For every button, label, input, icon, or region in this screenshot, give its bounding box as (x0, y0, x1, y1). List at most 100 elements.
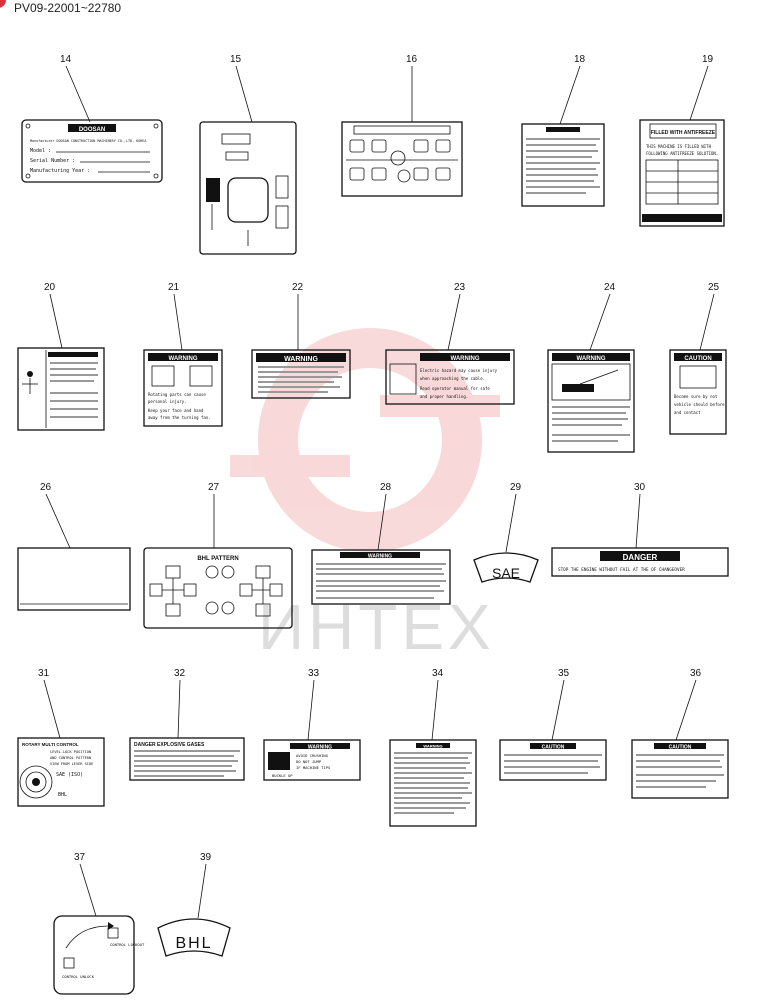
l21-line2: personal injury. (148, 399, 187, 404)
part-30-label: 30 DANGER STOP THE ENGINE WITHOUT FAIL A… (551, 482, 729, 577)
part-16-label: 16 (341, 54, 463, 197)
l22-head: WARNING (284, 356, 318, 363)
part-21-label: 21 WARNING Rotating parts can cause pers… (143, 282, 223, 427)
l19-title: FILLED WITH ANTIFREEZE (651, 130, 716, 136)
l30-line1: STOP THE ENGINE WITHOUT FAIL AT THE OF C… (558, 567, 685, 573)
part-27-label: 27 BHL PATTERN (143, 482, 293, 629)
header: PV09-22001~22780 (0, 0, 300, 20)
l31-title: ROTARY MULTI CONTROL (22, 742, 79, 747)
l19-line1: THIS MACHINE IS FILLED WITH (646, 144, 712, 149)
callout-16: 16 (406, 54, 418, 65)
plate-maker: Manufacturer DOOSAN CONSTRUCTION MACHINE… (30, 139, 146, 143)
l27-title: BHL PATTERN (197, 556, 238, 562)
l25-line3: and contact (674, 410, 701, 415)
part-36-label: 36 CAUTION (631, 668, 729, 799)
callout-35: 35 (558, 668, 570, 679)
part-35-label: 35 CAUTION (499, 668, 607, 781)
l33-head: WARNING (308, 745, 332, 751)
callout-39: 39 (200, 852, 212, 863)
l23-line2: when approaching the cable. (420, 376, 485, 381)
callout-29: 29 (510, 482, 522, 493)
callout-22: 22 (292, 282, 304, 293)
l21-line3: Keep your face and hand (148, 408, 204, 413)
l29-text: SAE (492, 565, 520, 581)
l25-head: CAUTION (684, 356, 711, 362)
part-23-label: 23 WARNING Electric hazard may cause inj… (385, 282, 515, 405)
callout-19: 19 (702, 54, 714, 65)
l36-head: CAUTION (669, 745, 692, 751)
part-33-label: 33 WARNING AVOID CRUSHING DO NOT JUMP IF… (263, 668, 361, 781)
part-32-label: 32 DANGER EXPLOSIVE GASES (129, 668, 245, 781)
part-28-label: 28 WARNING (311, 482, 451, 605)
part-34-label: 34 WARNING (389, 668, 477, 827)
l19-line2: FOLLOWING ANTIFREEZE SOLUTION. (646, 151, 718, 156)
callout-18: 18 (574, 54, 586, 65)
l39-text: BHL (175, 935, 212, 952)
l23-line1: Electric hazard may cause injury (420, 368, 498, 373)
l31-sae: SAE (ISO) (56, 772, 83, 778)
l37-lock: CONTROL LOCKOUT (110, 942, 145, 947)
l23-line4: and proper handling. (420, 394, 468, 399)
l31-bhl: BHL (58, 792, 67, 798)
part-39-badge: 39 BHL (157, 852, 231, 957)
badge-icon (0, 0, 6, 8)
part-26-plate: 26 (17, 482, 131, 611)
part-20-label: 20 (17, 282, 105, 431)
l24-head: WARNING (577, 356, 606, 362)
watermark-logo (230, 328, 500, 552)
plate-serial: Serial Number : (30, 158, 75, 164)
callout-14: 14 (60, 54, 72, 65)
l33-line3: IF MACHINE TIPS (296, 765, 331, 770)
part-37-label: 37 CONTROL LOCKOUT CONTROL UNLOCK (53, 852, 145, 995)
plate-year: Manufacturing Year : (30, 168, 90, 174)
part-22-label: 22 WARNING (251, 282, 351, 399)
callout-25: 25 (708, 282, 720, 293)
part-19-label: 19 FILLED WITH ANTIFREEZE THIS MACHINE I… (639, 54, 725, 227)
part-14-plate: 14 DOOSAN Manufacturer DOOSAN CONSTRUCTI… (21, 54, 163, 183)
l23-line3: Read operator manual for safe (420, 386, 490, 391)
l21-line1: Rotating parts can cause (148, 392, 206, 397)
part-18-label: 18 (521, 54, 605, 207)
l23-head: WARNING (451, 356, 480, 362)
callout-32: 32 (174, 668, 186, 679)
l32-head: DANGER EXPLOSIVE GASES (134, 742, 205, 748)
l31-line2: AND CONTROL PATTERN (50, 756, 91, 760)
callout-33: 33 (308, 668, 320, 679)
l33-line1: AVOID CRUSHING (296, 753, 329, 758)
l35-head: CAUTION (542, 745, 565, 751)
part-24-label: 24 WARNING (547, 282, 635, 453)
callout-34: 34 (432, 668, 444, 679)
l33-line2: DO NOT JUMP (296, 759, 322, 764)
callout-23: 23 (454, 282, 466, 293)
l28-head: WARNING (368, 554, 392, 560)
callout-26: 26 (40, 482, 52, 493)
callout-30: 30 (634, 482, 646, 493)
l30-head: DANGER (623, 553, 658, 562)
part-15-label: 15 (199, 54, 297, 255)
l31-line3: VIEW FROM LEVER SIDE (50, 762, 93, 766)
callout-37: 37 (74, 852, 86, 863)
reference-range: PV09-22001~22780 (14, 1, 122, 15)
callout-24: 24 (604, 282, 616, 293)
part-29-badge: 29 SAE (473, 482, 539, 583)
l25-line2: vehicle should before (674, 402, 725, 407)
part-25-label: 25 CAUTION Become sure by not vehicle sh… (669, 282, 727, 435)
callout-31: 31 (38, 668, 50, 679)
l33-line4: BUCKLE UP (272, 773, 293, 778)
callout-36: 36 (690, 668, 702, 679)
part-31-label: 31 ROTARY MULTI CONTROL LEVEL-LOCK POSIT… (17, 668, 105, 807)
plate-brand: DOOSAN (79, 127, 105, 133)
l34-head: WARNING (423, 744, 442, 749)
watermark: ИНТЕХ (258, 591, 495, 663)
plate-model: Model : (30, 148, 51, 154)
l21-head: WARNING (169, 356, 198, 362)
l37-unlock: CONTROL UNLOCK (62, 974, 95, 979)
callout-27: 27 (208, 482, 220, 493)
callout-21: 21 (168, 282, 180, 293)
l31-line1: LEVEL-LOCK POSITION (50, 750, 91, 754)
callout-20: 20 (44, 282, 56, 293)
l25-line1: Become sure by not (674, 394, 718, 399)
l21-line4: away from the turning fan. (148, 415, 211, 420)
callout-28: 28 (380, 482, 392, 493)
